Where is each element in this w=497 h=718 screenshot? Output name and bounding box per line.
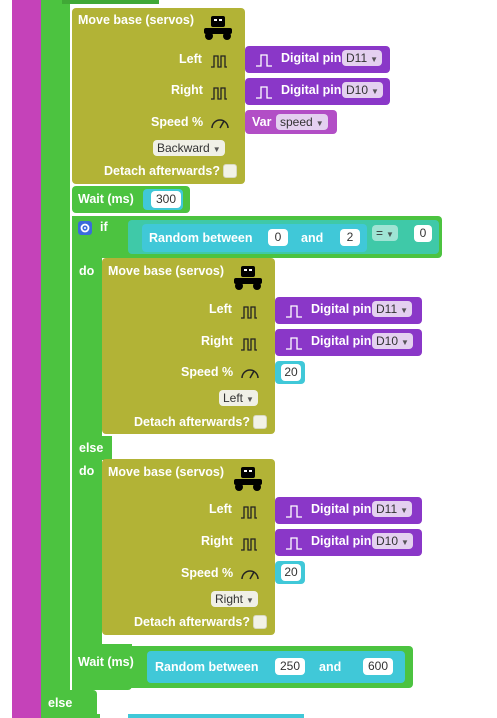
move-base-title: Move base (servos) [108,264,225,278]
pulse-icon [241,506,257,519]
move-base-title: Move base (servos) [108,465,225,479]
speed-label: Speed % [181,566,234,580]
speed-value-input[interactable]: 20 [281,564,301,581]
detach-label: Detach afterwards? [134,415,251,429]
else-do-label: do [79,464,95,478]
pin-dropdown[interactable]: D11▼ [372,301,413,317]
digital-pin-label: Digital pin [281,51,342,65]
speedometer-icon [241,369,259,379]
robot-car-icon [204,16,232,40]
random-between-block[interactable] [142,224,367,252]
speed-label: Speed % [181,365,234,379]
pulse-icon [286,305,302,318]
detach-checkbox[interactable] [253,615,267,629]
do-label: do [79,264,95,278]
robot-car-icon [234,266,262,290]
direction-dropdown[interactable]: Right▼ [211,591,258,607]
random-max-input[interactable]: 2 [340,229,360,246]
if-label: if [100,220,108,234]
left-servo-label: Left [209,302,232,316]
and-label: and [301,231,324,245]
detach-checkbox[interactable] [223,164,237,178]
direction-dropdown[interactable]: Backward▼ [153,140,225,156]
wait-label: Wait (ms) [78,192,134,206]
random-between-label: Random between [155,660,259,674]
pulse-icon [241,306,257,319]
speed-value-input[interactable]: 20 [281,364,301,381]
and-label: and [319,660,342,674]
else-row [72,436,112,460]
pulse-icon [211,55,227,68]
pin-dropdown[interactable]: D10▼ [342,82,383,98]
digital-pin-label: Digital pin [281,83,342,97]
speedometer-icon [211,119,229,129]
random-min-input[interactable]: 0 [268,229,288,246]
next-block-stub [128,714,304,718]
pulse-icon [256,54,272,67]
speedometer-icon [241,570,259,580]
compare-value-input[interactable]: 0 [414,225,432,242]
direction-dropdown[interactable]: Left▼ [219,390,258,406]
random-between-label: Random between [149,231,253,245]
outer-loop-block[interactable] [12,0,41,718]
move-base-title: Move base (servos) [78,13,195,27]
pulse-icon [286,537,302,550]
pin-dropdown[interactable]: D10▼ [372,333,413,349]
pulse-icon [241,538,257,551]
next-block-green-stub [70,714,100,718]
speed-label: Speed % [151,115,204,129]
pin-dropdown[interactable]: D10▼ [372,533,413,549]
operator-dropdown[interactable]: =▼ [372,225,398,241]
pulse-icon [286,505,302,518]
pulse-icon [256,86,272,99]
digital-pin-label: Digital pin [311,334,372,348]
variable-dropdown[interactable]: speed▼ [276,114,328,130]
else-label: else [79,441,104,455]
detach-checkbox[interactable] [253,415,267,429]
detach-label: Detach afterwards? [104,164,221,178]
digital-pin-label: Digital pin [311,302,372,316]
wait-value-input[interactable]: 300 [151,191,181,208]
digital-pin-label: Digital pin [311,534,372,548]
prev-block-tail [62,0,159,4]
gear-icon[interactable] [78,221,92,235]
outer-if-block[interactable] [41,0,70,718]
right-servo-label: Right [171,83,203,97]
pulse-icon [241,338,257,351]
right-servo-label: Right [201,534,233,548]
pulse-icon [286,337,302,350]
random-max-input[interactable]: 600 [363,658,393,675]
pin-dropdown[interactable]: D11▼ [372,501,413,517]
right-servo-label: Right [201,334,233,348]
digital-pin-label: Digital pin [311,502,372,516]
outer-else-label: else [48,696,73,710]
pin-dropdown[interactable]: D11▼ [342,50,383,66]
wait-label: Wait (ms) [78,655,134,669]
pulse-icon [211,87,227,100]
var-label: Var [252,115,272,129]
robot-car-icon [234,467,262,491]
left-servo-label: Left [209,502,232,516]
outer-else-row [41,690,97,718]
left-servo-label: Left [179,52,202,66]
detach-label: Detach afterwards? [134,615,251,629]
random-min-input[interactable]: 250 [275,658,305,675]
